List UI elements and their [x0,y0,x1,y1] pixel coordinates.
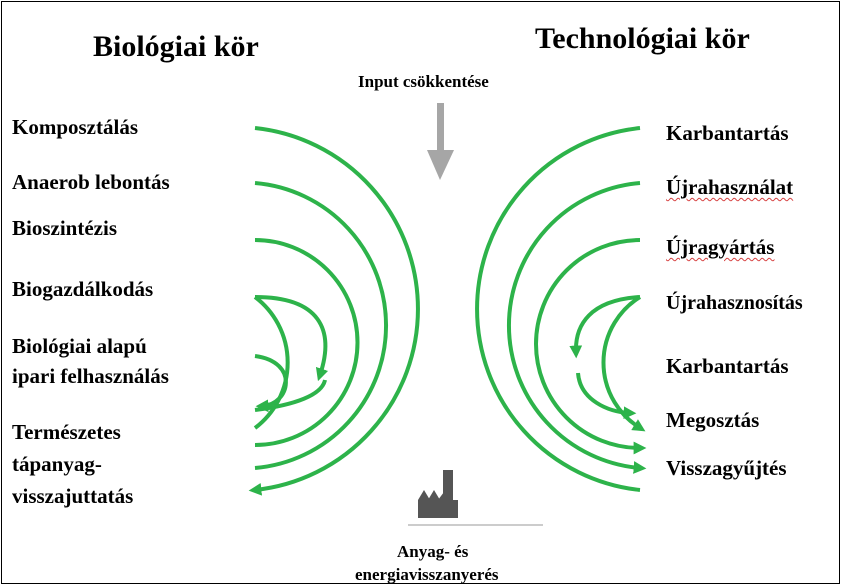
left-item-termeszetes: Természetes [12,420,121,444]
left-item-biologiai-alapu: Biológiai alapú [12,334,147,358]
right-item-ujragyartas: Újragyártás [666,235,775,259]
right-item-karbantartas-1: Karbantartás [666,121,789,145]
left-item-komposztalas: Komposztálás [12,115,138,139]
left-loop-inner [254,354,288,413]
recovery-label-line2: energiavisszanyerés [355,565,499,584]
recovery-label-line1: Anyag- és [397,542,469,561]
right-title: Technológiai kör [535,22,750,55]
left-item-ipari-felhasznalas: ipari felhasználás [12,364,169,388]
right-item-ujrahasznalat: Újrahasználat [666,175,794,199]
right-loop-2 [507,181,647,474]
left-item-bioszintezis: Bioszintézis [12,216,117,240]
left-item-anaerob: Anaerob lebontás [12,170,170,194]
left-loop-4-branch [254,295,329,382]
left-loop-1 [248,126,420,496]
right-loop-4-branch [569,295,641,359]
input-arrow-icon [427,103,454,180]
left-title: Biológiai kör [93,30,259,63]
left-loop-4 [253,295,290,430]
left-item-biogazdalkodas: Biogazdálkodás [12,277,154,301]
right-loop-5 [576,372,637,420]
right-loop-1 [475,126,641,492]
input-label: Input csökkentése [358,72,489,91]
right-item-visszagyujtes: Visszagyűjtés [666,456,787,480]
left-item-visszajuttatas: visszajuttatás [12,484,134,508]
right-loop-3 [534,238,647,455]
right-item-ujrahasznositas: Újrahasznosítás [666,292,803,314]
left-loop-3 [254,238,360,447]
factory-icon [408,470,543,526]
right-item-karbantartas-2: Karbantartás [666,354,789,378]
right-item-megosztas: Megosztás [666,408,760,432]
left-item-tapanyag: tápanyag- [12,452,102,476]
left-loop-2 [254,181,388,470]
